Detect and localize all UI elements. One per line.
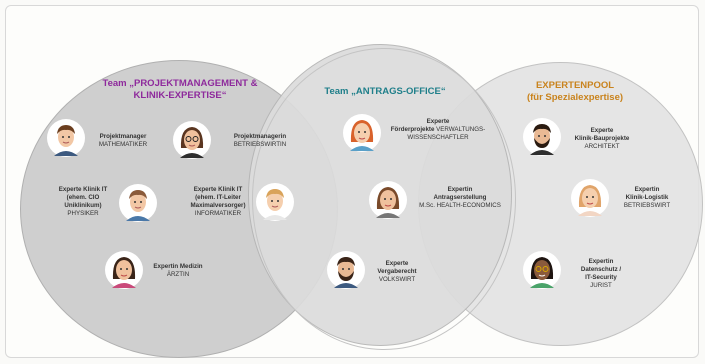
person-role: Förderprojekte (390, 126, 435, 133)
person-label: Experte Klinik IT (ehem. CIO Uniklinikum… (50, 186, 116, 218)
person-role: Klinik-Bauprojekte (574, 135, 630, 142)
person-label: Experte Klinik-Bauprojekte ARCHITEKT (566, 127, 638, 151)
person-role: Projektmanager (99, 133, 147, 140)
team-title-antrags-office: Team „ANTRAGS-OFFICE“ (310, 86, 460, 98)
person-title: BETRIEBSWIRTIN (233, 141, 287, 148)
person-title: VOLKSWIRT (378, 276, 416, 283)
woman-redhead-avatar-icon (343, 114, 381, 152)
person-title: BETRIEBSWIRT (623, 202, 671, 209)
person-role: (ehem. CIO (66, 194, 100, 201)
woman-dark-avatar-icon (523, 251, 561, 289)
person-role: Expertin (634, 186, 660, 193)
person-role: Experte Klinik IT (58, 186, 108, 193)
team-title-line1: EXPERTENPOOL (535, 80, 615, 91)
man-blond-avatar-icon (256, 183, 294, 221)
man-beard-avatar-icon (523, 118, 561, 156)
person-title: PHYSIKER (67, 210, 99, 217)
person-role: Experte Klinik IT (193, 186, 243, 193)
person-role: Uniklinikum) (64, 202, 102, 209)
person-title: ARCHITEKT (584, 143, 620, 150)
circle-antrags-office-outline (252, 48, 516, 350)
person-title: WISSENSCHAFTLER (407, 134, 469, 141)
person-label: Projektmanagerin BETRIEBSWIRTIN (224, 133, 296, 149)
person-role: Expertin (447, 186, 473, 193)
person-role: Vergaberecht (377, 268, 417, 275)
person-label: Projektmanager MATHEMATIKER (92, 133, 154, 149)
man-beard-avatar-icon (327, 251, 365, 289)
person-role: Antragserstellung (433, 194, 487, 201)
person-role: Projektmanagerin (233, 133, 287, 140)
team-title-projektmanagement: Team „PROJEKTMANAGEMENT & KLINIK-EXPERTI… (85, 78, 275, 102)
team-title-line2: (für Spezialexpertise) (526, 92, 624, 103)
man-avatar-icon (119, 184, 157, 222)
person-label: Expertin Medizin ÄRZTIN (146, 263, 210, 279)
person-role: IT-Security (585, 274, 617, 281)
person-role: Datenschutz / (580, 266, 622, 273)
team-title-expertenpool: EXPERTENPOOL (für Spezialexpertise) (505, 80, 645, 104)
person-role: Expertin Medizin (153, 263, 203, 270)
person-role: Experte (426, 118, 450, 125)
person-label: Expertin Datenschutz / IT-Security JURIS… (566, 258, 636, 290)
person-role: Klinik-Logistik (625, 194, 669, 201)
person-title: INFORMATIKER (194, 210, 242, 217)
team-title-line2: KLINIK-EXPERTISE“ (133, 90, 227, 101)
person-label: Expertin Klinik-Logistik BETRIEBSWIRT (612, 186, 682, 210)
person-label: Experte Vergaberecht VOLKSWIRT (362, 260, 432, 284)
woman-avatar-icon (369, 181, 407, 219)
team-title-line1: Team „ANTRAGS-OFFICE“ (324, 86, 446, 97)
person-title: VERWALTUNGS- (436, 126, 486, 133)
person-title: M.Sc. HEALTH-ECONOMICS (419, 202, 501, 209)
woman-glasses-avatar-icon (173, 121, 211, 159)
person-role: Experte (385, 260, 409, 267)
person-role: Experte (590, 127, 614, 134)
person-title: JURIST (590, 282, 612, 289)
person-role: Expertin (588, 258, 614, 265)
person-label: Experte Förderprojekte VERWALTUNGS- WISS… (378, 118, 498, 142)
person-title: MATHEMATIKER (98, 141, 148, 148)
person-title: ÄRZTIN (166, 271, 190, 278)
woman-avatar-icon (105, 251, 143, 289)
person-role-line: Förderprojekte VERWALTUNGS- (378, 126, 498, 134)
person-label: Experte Klinik IT (ehem. IT-Leiter Maxim… (180, 186, 256, 218)
woman-blonde-avatar-icon (571, 179, 609, 217)
person-role: Maximalversorger) (190, 202, 246, 209)
person-role: (ehem. IT-Leiter (195, 194, 241, 201)
team-title-line1: Team „PROJEKTMANAGEMENT & (102, 78, 258, 89)
person-label: Expertin Antragserstellung M.Sc. HEALTH-… (406, 186, 514, 210)
man-avatar-icon (47, 119, 85, 157)
